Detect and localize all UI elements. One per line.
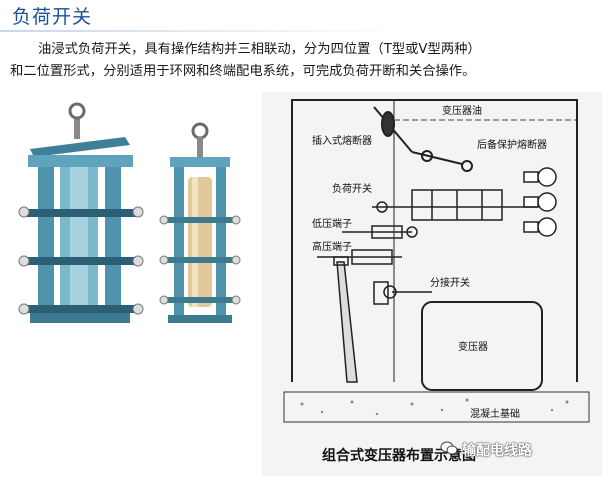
watermark-text: 输配电线路	[462, 443, 532, 459]
load-switch-photo-illustration	[18, 102, 241, 323]
diagram-illustration: 变压器油 插入式熔断器 后备保护熔断器 负荷开关 低压端子 高压端子 分接开关 …	[283, 99, 590, 464]
title-divider	[0, 30, 405, 32]
page-title: 负荷开关	[12, 6, 93, 28]
description-paragraph: 油浸式负荷开关，具有操作结构并三相联动，分为四位置（T型或V型两种） 和二位置形…	[10, 39, 605, 83]
label-concrete-base: 混凝土基础	[470, 407, 520, 420]
paragraph-line-2: 和二位置形式，分别适用于环网和终端配电系统，可完成负荷开断和关合操作。	[10, 64, 476, 79]
load-switch-photos	[10, 97, 260, 347]
label-tap-changer: 分接开关	[430, 276, 470, 289]
label-plug-in-fuse: 插入式熔断器	[312, 134, 372, 147]
label-hv-terminal: 高压端子	[312, 240, 352, 253]
two-position-switch-image	[159, 122, 241, 323]
label-lv-terminal: 低压端子	[312, 217, 352, 230]
label-load-switch: 负荷开关	[332, 182, 372, 195]
paragraph-line-1: 油浸式负荷开关，具有操作结构并三相联动，分为四位置（T型或V型两种）	[38, 42, 481, 57]
label-backup-fuse: 后备保护熔断器	[477, 138, 547, 151]
combined-transformer-diagram: 变压器油 插入式熔断器 后备保护熔断器 负荷开关 低压端子 高压端子 分接开关 …	[262, 92, 602, 476]
four-position-switch-image	[18, 102, 144, 323]
label-transformer-oil: 变压器油	[442, 104, 482, 117]
label-transformer: 变压器	[458, 340, 488, 353]
wechat-icon	[440, 441, 458, 455]
diagram-caption: 组合式变压器布置示意图	[322, 447, 476, 464]
